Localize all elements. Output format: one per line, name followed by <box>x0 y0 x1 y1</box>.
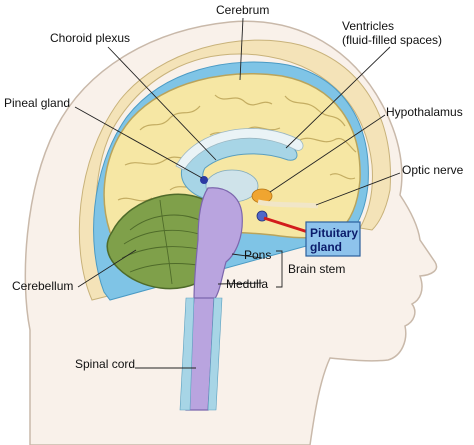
label-medulla: Medulla <box>226 277 268 291</box>
label-pineal-gland: Pineal gland <box>4 96 70 110</box>
pituitary-pointer <box>263 216 309 234</box>
label-spinal-cord: Spinal cord <box>75 357 135 371</box>
label-choroid-plexus: Choroid plexus <box>50 31 130 45</box>
label-ventricles: Ventricles <box>342 19 394 33</box>
optic-nerve <box>257 199 319 209</box>
label-brain-stem: Brain stem <box>288 262 345 276</box>
label-pituitary: Pituitary <box>310 226 358 240</box>
label-cerebellum: Cerebellum <box>12 279 73 293</box>
leader-lines <box>74 17 401 369</box>
corpus-callosum <box>175 128 304 171</box>
label-pituitary-sub: gland <box>310 240 342 254</box>
label-pons: Pons <box>244 248 271 262</box>
label-hypothalamus: Hypothalamus <box>386 105 463 119</box>
label-cerebrum: Cerebrum <box>216 3 269 17</box>
skull-band <box>78 39 391 301</box>
label-ventricles-sub: (fluid-filled spaces) <box>342 33 442 47</box>
spinal-canal <box>179 297 223 411</box>
label-optic-nerve: Optic nerve <box>402 163 464 177</box>
brain-stem <box>193 187 243 301</box>
pituitary-highlight-box <box>305 221 361 257</box>
